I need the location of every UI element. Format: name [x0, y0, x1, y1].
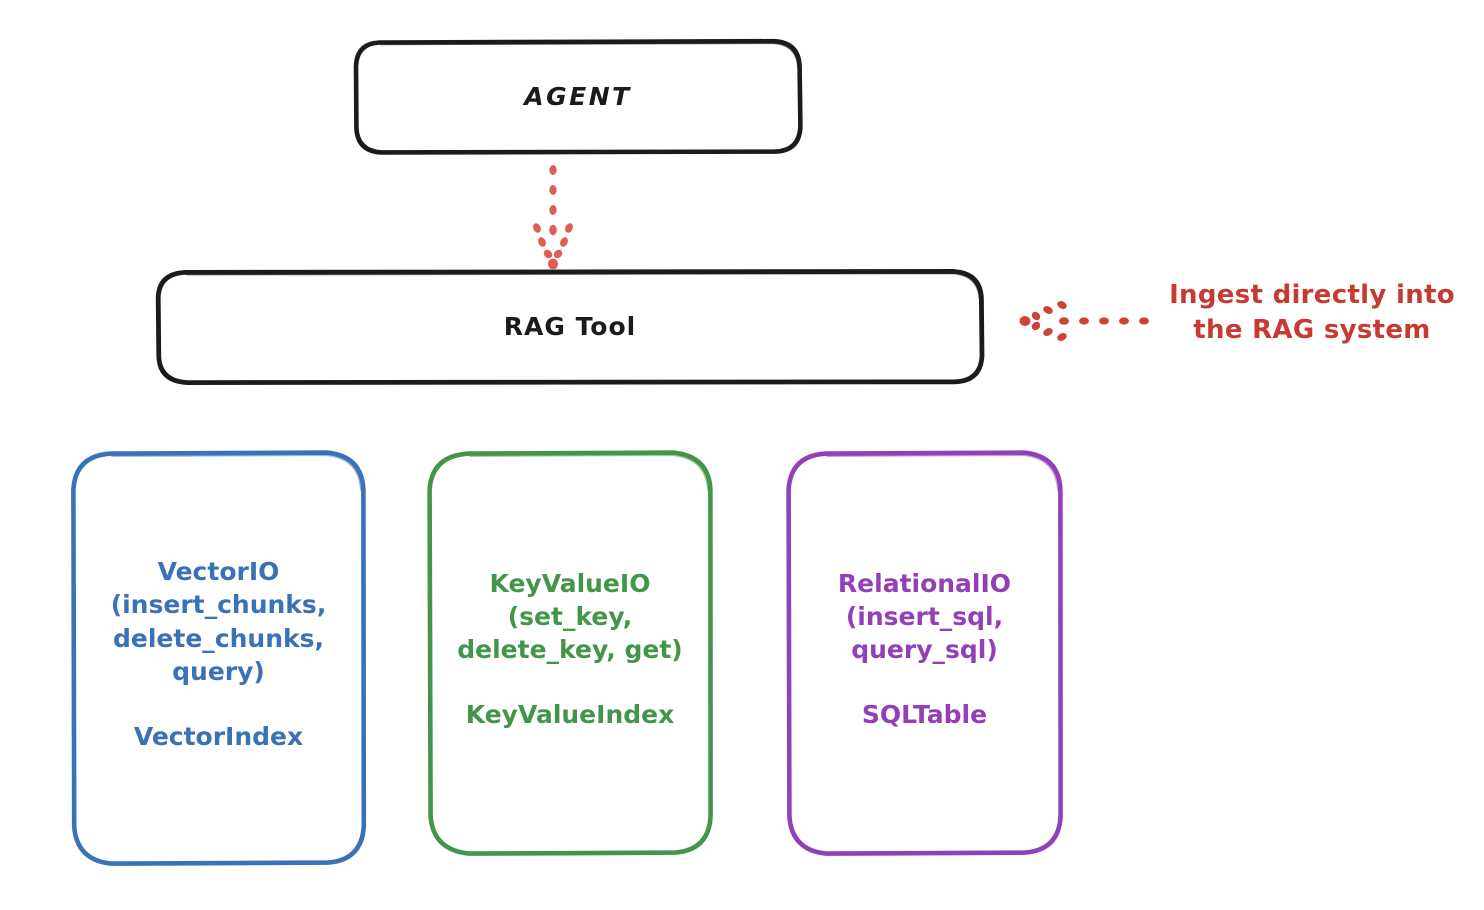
node-rag-tool[interactable]: RAG Tool: [155, 269, 985, 385]
node-key-value-io[interactable]: KeyValueIO (set_key, delete_key, get) Ke…: [427, 450, 713, 856]
key-value-io-content: KeyValueIO (set_key, delete_key, get) Ke…: [427, 567, 713, 740]
vector-io-content: VectorIO (insert_chunks, delete_chunks, …: [71, 555, 366, 761]
relational-io-content: RelationalIO (insert_sql, query_sql) SQL…: [786, 567, 1063, 740]
vector-io-label: VectorIO (insert_chunks, delete_chunks, …: [110, 557, 327, 686]
node-vector-io[interactable]: VectorIO (insert_chunks, delete_chunks, …: [71, 450, 367, 866]
relational-io-sublabel: SQLTable: [861, 700, 988, 730]
relational-io-label: RelationalIO (insert_sql, query_sql): [837, 568, 1012, 665]
ingest-annotation-text: Ingest directly into the RAG system: [1169, 280, 1455, 346]
dotted-arrow-left-icon: [1019, 301, 1149, 341]
node-agent[interactable]: AGENT: [353, 38, 803, 155]
key-value-io-label: KeyValueIO (set_key, delete_key, get): [457, 568, 683, 665]
rag-tool-label: RAG Tool: [503, 311, 637, 341]
node-relational-io[interactable]: RelationalIO (insert_sql, query_sql) SQL…: [786, 450, 1063, 856]
vector-io-sublabel: VectorIndex: [133, 722, 304, 751]
key-value-io-sublabel: KeyValueIndex: [465, 700, 675, 730]
dotted-arrow-down-icon: [533, 165, 573, 270]
agent-label: AGENT: [524, 81, 632, 111]
